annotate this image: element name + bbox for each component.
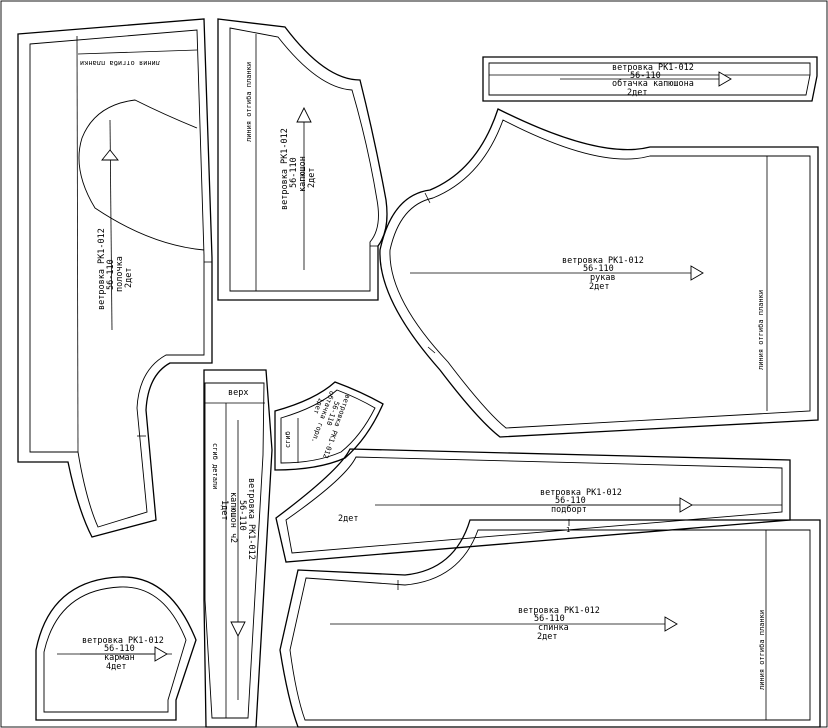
polochka-seam-line	[29, 29, 205, 528]
kapyushon-ch2-cut-outline	[203, 369, 273, 728]
obtachka-title: ветровка РК1-012	[612, 63, 694, 73]
kapyushon-ch2-seam-line	[204, 382, 265, 719]
obtachka-qty: 2дет	[627, 88, 647, 98]
kapyushon-ch2-title: ветровка РК1-012	[246, 478, 256, 560]
polochka-name: полочка	[115, 256, 125, 292]
polochka-grain-arrow-icon	[101, 149, 119, 161]
rukav-seam-line	[389, 119, 811, 429]
obtachka-gorl-seam-line	[280, 389, 376, 464]
spinka-seam-line	[289, 529, 811, 721]
polochka-fold-line	[76, 35, 79, 453]
rukav-qty: 2дет	[589, 282, 609, 292]
karman-title: ветровка РК1-012	[82, 636, 164, 646]
piece-spinka[interactable]: ветровка РК1-012 56-110 спинка 2дет лини…	[279, 519, 821, 728]
polochka-edge-label: линия отгиба планки	[80, 59, 160, 67]
kapyushon-grain-arrow-icon	[296, 106, 312, 123]
kapyushon-edge-label: линия отгиба планки	[245, 62, 253, 142]
kapyushon-ch2-size: 56-110	[237, 500, 247, 531]
obtachka-gorl-cut-outline	[274, 381, 384, 471]
spinka-cut-outline	[279, 519, 821, 728]
kapyushon-ch2-qty: 1дет	[219, 500, 229, 520]
piece-podbort[interactable]: 1 ветровка РК1-012 56-110 подборт 2дет	[275, 448, 791, 563]
piece-karman[interactable]: ветровка РК1-012 56-110 карман 4дет	[35, 576, 197, 721]
kapyushon-qty: 2дет	[307, 168, 317, 188]
obtachka-size: 56-110	[630, 71, 661, 81]
spinka-grain-arrow-icon	[664, 616, 678, 632]
polochka-size: 56-110	[106, 259, 116, 290]
podbort-qty: 2дет	[338, 514, 358, 524]
rukav-size: 56-110	[583, 264, 614, 274]
polochka-qty: 2дет	[124, 268, 134, 288]
rukav-cut-outline	[379, 108, 819, 438]
piece-kapyushon-ch2[interactable]: верх сгиб детали ветровка РК1-012 56-110…	[203, 369, 273, 728]
rukav-name: рукав	[590, 273, 616, 283]
obtachka-cut-outline	[482, 56, 818, 102]
kapyushon-ch2-top-label: верх	[228, 388, 248, 398]
rukav-notch-2	[427, 346, 436, 354]
rukav-grain-arrow-icon	[690, 265, 704, 281]
karman-name: карман	[104, 653, 135, 663]
karman-size: 56-110	[104, 644, 135, 654]
spinka-size: 56-110	[534, 614, 565, 624]
rukav-title: ветровка РК1-012	[562, 256, 644, 266]
piece-kapyushon[interactable]: линия отгиба планки ветровка РК1-012 56-…	[217, 18, 388, 301]
obtachka-name: обтачка капюшона	[612, 78, 694, 89]
spinka-title: ветровка РК1-012	[518, 606, 600, 616]
kapyushon-ch2-edge-label: сгиб детали	[211, 443, 219, 489]
piece-rukav[interactable]: ветровка РК1-012 56-110 рукав 2дет линия…	[379, 108, 819, 438]
karman-grain-arrow-icon	[154, 646, 168, 662]
kapyushon-ch2-name: капюшон ч2	[228, 492, 238, 543]
spinka-name: спинка	[538, 623, 569, 633]
karman-cut-outline	[35, 576, 197, 721]
kapyushon-ch2-grain-arrow-icon	[230, 621, 246, 638]
polochka-cut-outline	[17, 18, 213, 538]
spinka-qty: 2дет	[537, 632, 557, 642]
spinka-edge-label: линия отгиба планки	[758, 610, 766, 690]
polochka-fold-line-2	[77, 49, 198, 55]
podbort-seam-line	[285, 456, 783, 554]
rukav-edge-label: линия отгиба планки	[757, 290, 765, 370]
kapyushon-size: 56-110	[289, 157, 299, 188]
podbort-size: 56-110	[555, 496, 586, 506]
piece-obtachka[interactable]: ветровка РК1-012 56-110 обтачка капюшона…	[482, 56, 818, 102]
karman-qty: 4дет	[106, 662, 126, 672]
karman-seam-line	[43, 586, 187, 713]
kapyushon-name: капюшон	[298, 156, 308, 192]
piece-polochka[interactable]: линия отгиба планки ветровка РК1-012 56-…	[17, 18, 213, 538]
obtachka-grain-arrow-icon	[718, 71, 732, 87]
obtachka-gorl-fold-label: сгиб	[284, 431, 292, 448]
podbort-name: подборт	[551, 504, 587, 515]
polochka-title: ветровка РК1-012	[97, 228, 107, 310]
obtachka-seam-line	[488, 62, 811, 96]
kapyushon-seam-line	[229, 27, 379, 292]
piece-obtachka-gorl[interactable]: сгиб ветровка РК1-012 56-110 обтачка гор…	[274, 381, 384, 471]
polochka-armhole-line	[78, 99, 205, 251]
rukav-notch	[424, 192, 431, 204]
podbort-title: ветровка РК1-012	[540, 488, 622, 498]
podbort-grain-arrow-icon	[679, 497, 693, 513]
podbort-cut-outline	[275, 448, 791, 563]
kapyushon-title: ветровка РК1-012	[280, 128, 290, 210]
